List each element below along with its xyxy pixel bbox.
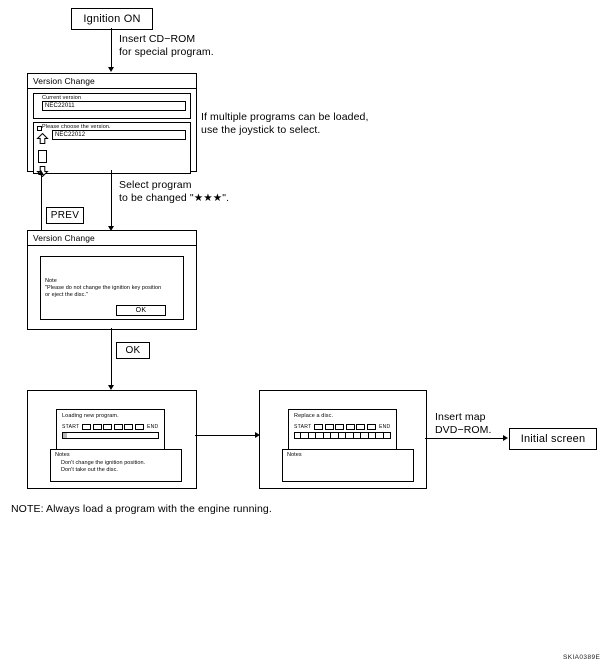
loading-start-label: START [62, 424, 80, 430]
connector-version2-to-loading [111, 328, 112, 386]
version-change-window-1: Version Change Current version NEC22011 … [27, 73, 197, 178]
note-dialog-text: Note "Please do not change the ignition … [45, 277, 162, 298]
replace-screen-title: Replace a disc. [294, 413, 334, 419]
prev-button-label: PREV [50, 210, 80, 221]
window2-title: Version Change [33, 233, 95, 243]
note-dialog-ok-label: OK [135, 307, 147, 314]
arrow-right-icon [503, 435, 508, 441]
version-change-window-2: Version Change Note "Please do not chang… [27, 230, 197, 330]
window1-body: Current version NEC22011 Please choose t… [28, 89, 196, 179]
arrow-down-icon [108, 385, 114, 390]
annotation-insert-map: Insert map DVD−ROM. [435, 411, 492, 436]
loading-screen: Loading new program. START END [56, 409, 165, 451]
ok-button[interactable]: OK [116, 342, 150, 359]
initial-screen-label: Initial screen [520, 433, 586, 445]
loading-notes-item: Don't change the ignition position. [61, 459, 146, 466]
replace-panel: Replace a disc. START END Notes [259, 390, 427, 489]
ignition-on-box: Ignition ON [71, 8, 153, 30]
arrow-right-icon [255, 432, 260, 438]
connector-prev-return [41, 175, 42, 230]
loading-notes-box: Notes Don't change the ignition position… [50, 449, 182, 482]
current-version-group: Current version NEC22011 [33, 93, 191, 119]
replace-progress-blocks [314, 424, 376, 430]
loading-panel: Loading new program. START END Notes Don… [27, 390, 197, 489]
replace-notes-title: Notes [287, 452, 302, 458]
connector-replace-to-initial [425, 438, 505, 439]
loading-progress-blocks [82, 424, 144, 430]
footer-note: NOTE: Always load a program with the eng… [11, 503, 272, 515]
window2-body: Note "Please do not change the ignition … [28, 246, 196, 330]
replace-screen: Replace a disc. START END [288, 409, 397, 451]
window1-title-bar: Version Change [28, 74, 196, 89]
choose-version-group[interactable]: Please choose the version. NEC22012 [33, 122, 191, 178]
loading-notes-title: Notes [55, 452, 70, 458]
loading-progress-fill [63, 433, 67, 438]
annotation-select-program: Select program to be changed "★★★". [119, 179, 230, 204]
ok-button-label: OK [125, 345, 141, 356]
choose-version-label: Please choose the version. [42, 124, 111, 130]
window1-title: Version Change [33, 76, 95, 86]
ignition-on-label: Ignition ON [83, 13, 141, 25]
loading-screen-title: Loading new program. [62, 413, 119, 419]
connector-version1-to-version2 [111, 170, 112, 227]
prev-button[interactable]: PREV [46, 207, 84, 224]
figure-id: SKIA0389E [563, 654, 601, 661]
arrow-down-icon [108, 226, 114, 231]
loading-progress-row: START END [57, 424, 164, 430]
current-version-label: Current version [42, 95, 82, 101]
window2-title-bar: Version Change [28, 231, 196, 246]
annotation-multiple-programs: If multiple programs can be loaded, use … [201, 111, 369, 136]
replace-progress-row: START END [289, 424, 396, 430]
arrow-up-icon [38, 170, 44, 175]
arrow-down-icon [108, 67, 114, 72]
choose-version-field[interactable]: NEC22012 [52, 130, 186, 140]
bullet-icon [37, 126, 42, 131]
arrow-up-icon[interactable] [36, 132, 49, 144]
current-version-field: NEC22011 [42, 101, 186, 111]
note-dialog-ok-button[interactable]: OK [116, 305, 166, 316]
replace-progress-bar [294, 432, 391, 439]
connector-loading-to-replace [195, 435, 257, 436]
scroll-thumb[interactable] [38, 150, 47, 163]
connector-ignition-to-version1 [111, 28, 112, 68]
note-dialog: Note "Please do not change the ignition … [40, 256, 184, 320]
loading-end-label: END [146, 424, 159, 430]
replace-end-label: END [378, 424, 391, 430]
initial-screen-box: Initial screen [509, 428, 597, 450]
loading-progress-bar [62, 432, 159, 439]
loading-notes-item: Don't take out the disc. [61, 467, 118, 473]
replace-notes-box: Notes [282, 449, 414, 482]
annotation-insert-cdrom: Insert CD−ROM for special program. [119, 33, 214, 58]
replace-start-label: START [294, 424, 312, 430]
